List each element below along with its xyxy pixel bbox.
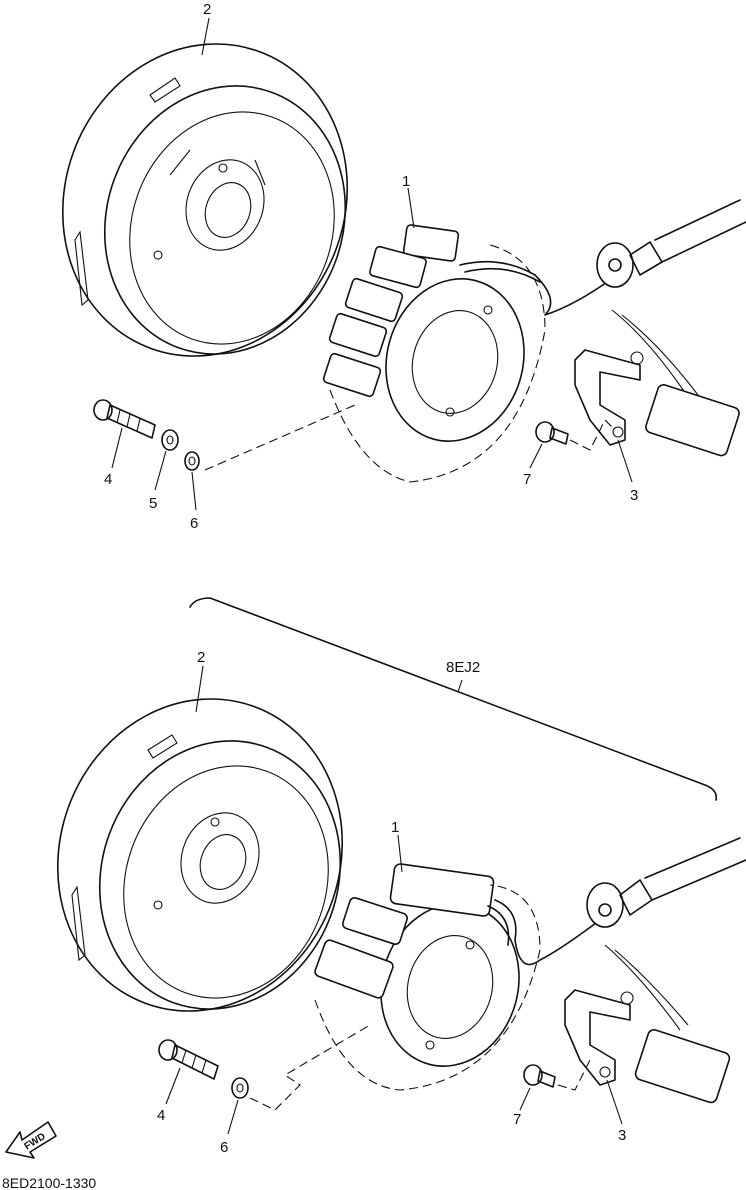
washer-hole-top [166,435,174,445]
callout-6-top: 6 [190,515,198,532]
leader-4-bottom [165,1067,181,1105]
grommet-top [596,199,746,288]
callout-4-top: 4 [104,471,112,488]
callout-6-bottom: 6 [220,1139,228,1156]
callout-4-bottom: 4 [157,1107,165,1124]
pickup-bracket-top [574,309,740,457]
callout-7-bottom: 7 [513,1111,521,1128]
fwd-arrow-icon: FWD [5,1121,57,1159]
assembly-line-bottom-1 [249,1024,371,1111]
leader-6-top [191,471,197,511]
screw-bottom [523,1064,556,1088]
leader-6-bottom [227,1099,239,1135]
screw-top [535,421,569,445]
leader-3-top [617,439,633,483]
leader-4-top [111,427,123,469]
leader-2-bottom [195,665,204,713]
leader-5-top [154,450,167,491]
diagram-code: 8ED2100-1330 [2,1175,96,1190]
assembly-line-top-2 [569,419,616,451]
bolt-bottom [158,1039,219,1080]
variant-label: 8EJ2 [446,659,480,676]
stator-top [322,224,611,483]
callout-2-bottom: 2 [197,649,205,666]
washer-small-top [184,451,200,471]
assembly-line-top-1 [204,404,356,471]
leader-1-top [407,187,415,229]
callout-1-bottom: 1 [391,819,399,836]
leader-2-top [201,17,210,56]
leader-3-bottom [606,1079,623,1125]
pickup-bracket-bottom [564,944,731,1104]
callout-5-top: 5 [149,495,157,512]
callout-3-bottom: 3 [618,1127,626,1144]
washer-small-bottom [231,1077,249,1099]
rotor-top [61,43,349,357]
bottom-assembly: 8EJ2 [56,597,746,1156]
grommet-bottom [586,837,746,928]
variant-bracket [189,597,718,801]
callout-1-top: 1 [402,173,410,190]
assembly-line-bottom-2 [557,1059,591,1091]
callout-7-top: 7 [523,471,531,488]
top-assembly: 2 1 4 5 6 7 3 [61,1,746,532]
bolt-top [93,399,156,439]
washer-top [161,429,179,451]
leader-7-top [529,443,543,469]
washer-small-hole-bottom [236,1083,244,1093]
rotor-bottom [56,698,344,1012]
callout-3-top: 3 [630,487,638,504]
washer-small-hole-top [188,456,196,466]
callout-2-top: 2 [203,1,211,18]
leader-7-bottom [519,1087,531,1111]
stator-bottom [314,863,601,1091]
leader-1-bottom [397,834,403,873]
variant-bracket-tick [457,679,463,693]
